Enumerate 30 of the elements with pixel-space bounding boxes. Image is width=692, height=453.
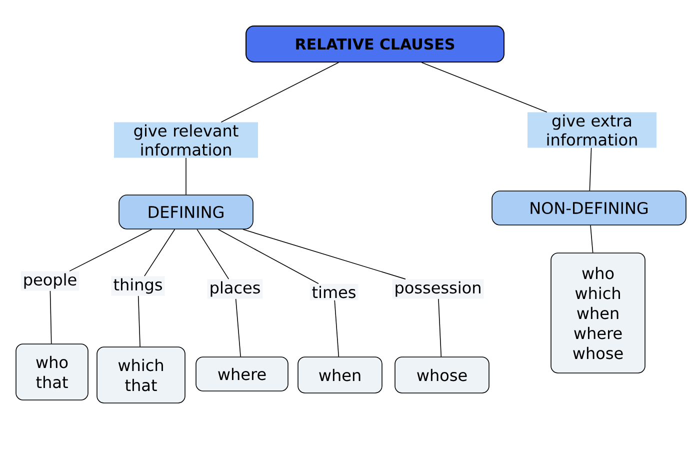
connector-line bbox=[421, 62, 548, 112]
pronoun-box: who which when where whose bbox=[550, 252, 646, 374]
connector-line bbox=[138, 296, 140, 347]
description-label: give relevant information bbox=[114, 122, 258, 158]
category-label: places bbox=[207, 279, 263, 299]
connector-line bbox=[69, 229, 152, 272]
pronoun-box: when bbox=[298, 356, 382, 394]
category-box: NON-DEFINING bbox=[492, 190, 686, 226]
pronoun-box: which that bbox=[96, 346, 186, 404]
pronoun-box: where bbox=[196, 356, 288, 392]
title-box: RELATIVE CLAUSES bbox=[246, 26, 504, 62]
connector-line bbox=[144, 229, 176, 276]
connector-line bbox=[438, 298, 442, 357]
category-label: possession bbox=[392, 279, 484, 299]
connector-line bbox=[590, 225, 594, 253]
connector-line bbox=[220, 62, 339, 122]
connector-line bbox=[50, 290, 52, 344]
connector-line bbox=[242, 229, 406, 280]
category-label: things bbox=[111, 276, 165, 296]
connector-line bbox=[235, 298, 241, 357]
category-label: times bbox=[310, 284, 358, 300]
connector-line bbox=[196, 229, 230, 280]
description-label: give extra information bbox=[528, 112, 656, 148]
category-label: people bbox=[20, 271, 80, 291]
pronoun-box: who that bbox=[16, 344, 88, 400]
connector-line bbox=[334, 300, 340, 357]
connector-line bbox=[589, 148, 592, 191]
connector-line bbox=[218, 229, 319, 284]
pronoun-box: whose bbox=[394, 356, 490, 394]
category-box: DEFINING bbox=[118, 194, 254, 230]
